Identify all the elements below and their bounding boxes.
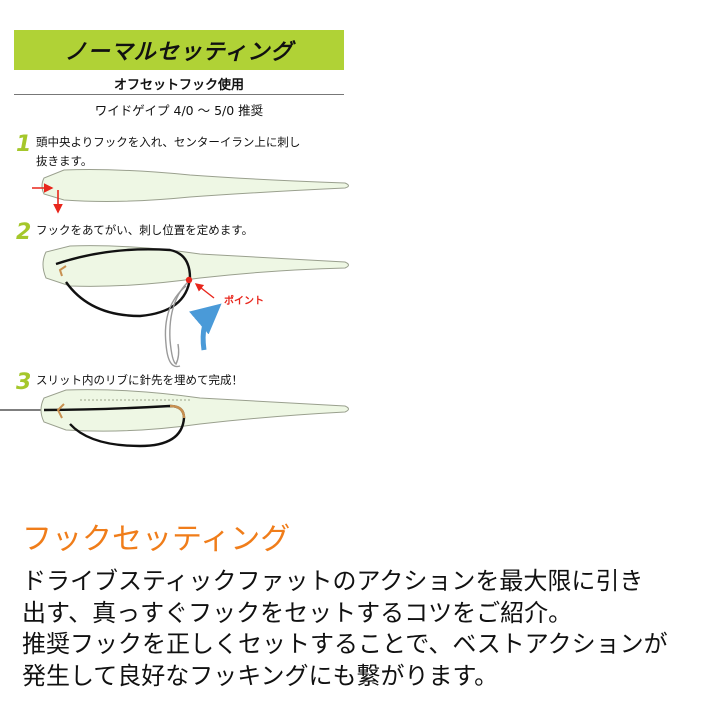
caption-line-2: 出す、真っすぐフックをセットするコツをご紹介。 <box>22 598 573 627</box>
point-marker <box>185 276 193 284</box>
section-title: ノーマルセッティング <box>64 40 294 65</box>
section-header-bar: ノーマルセッティング <box>14 30 344 70</box>
rotate-arrow <box>189 303 222 351</box>
worm-step-1 <box>32 169 349 214</box>
step-number-1: 1 <box>16 132 32 157</box>
step-number-2: 2 <box>16 220 32 245</box>
divider <box>14 94 344 95</box>
caption-line-3: 推奨フックを正しくセットすることで、ベストアクションが <box>22 630 668 658</box>
worm-step-2 <box>42 245 349 368</box>
caption-title: フックセッティング <box>22 522 291 557</box>
hook-spec: ワイドゲイプ 4/0 ～ 5/0 推奨 <box>94 103 264 118</box>
subtitle: オフセットフック使用 <box>113 78 244 93</box>
step-3-text: スリット内のリブに針先を埋めて完成！ <box>36 373 243 387</box>
worm-step-3 <box>0 389 349 448</box>
step-1-text: 頭中央よりフックを入れ、センターイラン上に刺し 抜きます。 <box>36 133 300 171</box>
worm-hook-diagram <box>0 169 349 448</box>
hook-outline <box>169 279 191 365</box>
caption-line-1: ドライブスティックファットのアクションを最大限に引き <box>22 567 644 595</box>
caption-line-4: 発生して良好なフッキングにも繋がります。 <box>22 661 499 690</box>
step-2-text: フックをあてがい、刺し位置を定めます。 <box>36 223 254 237</box>
step-1-line-1: 頭中央よりフックを入れ、センターイラン上に刺し <box>36 135 301 149</box>
step-number-3: 3 <box>16 370 32 395</box>
point-label: ポイント <box>224 296 264 307</box>
step-1-line-2: 抜きます。 <box>36 154 93 168</box>
caption-body: ドライブスティックファットのアクションを最大限に引き 出す、真っすぐフックをセッ… <box>22 566 712 692</box>
point-arrow <box>194 283 215 299</box>
